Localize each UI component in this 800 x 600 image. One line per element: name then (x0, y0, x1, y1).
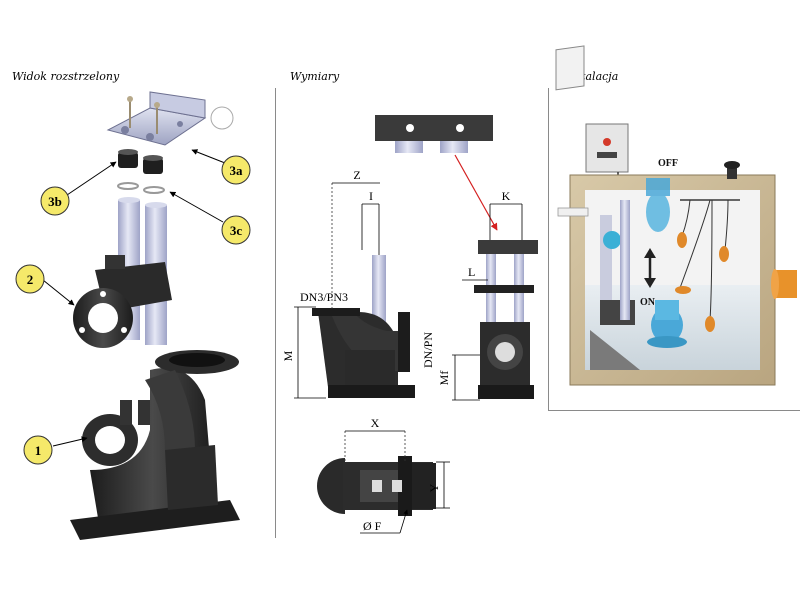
dim-k-line: K (489, 189, 523, 240)
svg-text:Y: Y (427, 483, 441, 492)
bracket-3a (106, 91, 234, 146)
dim-z-line: Z (331, 168, 380, 310)
callout-1: 1 (23, 435, 53, 465)
washers-3c (117, 182, 165, 194)
svg-text:L: L (468, 265, 475, 279)
divider-right (548, 88, 549, 410)
callout-2: 2 (15, 264, 45, 294)
svg-text:3b: 3b (48, 194, 62, 209)
divider-left (275, 88, 276, 538)
installation-view: OFF ON (555, 45, 797, 386)
callout-3c: 3c (221, 215, 251, 245)
svg-text:2: 2 (27, 272, 34, 287)
dimensions-view: Z I DN3/PN3 M DN/PN (281, 115, 538, 534)
dim-i-line: I (361, 189, 380, 255)
dim-of-line: Ø F (360, 509, 409, 534)
off-label: OFF (658, 158, 678, 169)
svg-text:Z: Z (353, 168, 360, 182)
dim-front-view (474, 240, 538, 399)
dim-plan-view (317, 456, 436, 516)
float-switches (675, 199, 740, 332)
duckfoot-bend-1 (70, 350, 240, 540)
on-label: ON (640, 297, 656, 308)
exploded-view: 3a 3b 3c 2 1 (15, 91, 251, 540)
inlet-pipe (771, 269, 797, 299)
svg-text:Mf: Mf (437, 371, 451, 386)
svg-text:3a: 3a (230, 163, 244, 178)
dim-bracket (375, 115, 493, 153)
claw-flange-2 (73, 255, 172, 348)
svg-text:M: M (281, 350, 295, 361)
svg-text:1: 1 (35, 443, 42, 458)
dimensions-title: Wymiary (290, 70, 340, 83)
callout-3b: 3b (40, 186, 70, 216)
exploded-view-title: Widok rozstrzelony (12, 70, 120, 83)
rubber-rings-3b (118, 149, 163, 174)
callout-3a: 3a (221, 155, 251, 185)
dim-side-view (312, 255, 415, 398)
svg-text:Ø F: Ø F (363, 519, 382, 533)
level-arrow (644, 248, 656, 288)
svg-text:K: K (502, 189, 511, 203)
dim-mf-line: Mf (437, 354, 480, 401)
dim-x-line: X (344, 416, 406, 462)
dim-m-line: M (281, 306, 326, 399)
dim-dn-pn-label: DN/PN (421, 332, 435, 368)
control-box (555, 45, 629, 200)
dim-y-line: Y (427, 461, 450, 509)
red-arrow (454, 154, 498, 231)
pump-off (646, 178, 670, 232)
dim-l-line: L (462, 265, 488, 281)
discharge-assembly (557, 200, 635, 325)
dim-dn3-pn3-label: DN3/PN3 (300, 290, 348, 304)
svg-text:X: X (371, 416, 380, 430)
svg-text:I: I (369, 189, 373, 203)
pump-on (647, 300, 687, 348)
svg-text:3c: 3c (230, 223, 243, 238)
divider-bottom (548, 410, 800, 411)
